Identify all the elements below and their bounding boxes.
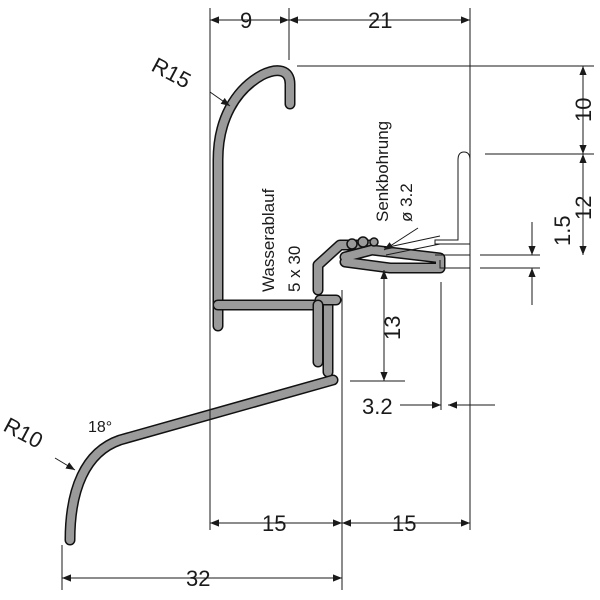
radius-upper: R15	[148, 52, 195, 93]
dim-right-upper: 10	[571, 98, 596, 122]
dim-top-right: 21	[368, 8, 392, 33]
dim-offset: 3.2	[362, 394, 393, 419]
countersink-size: ø 3.2	[397, 183, 416, 222]
countersink-title: Senkbohrung	[373, 121, 392, 222]
extension-lines	[61, 8, 594, 590]
dim-top-left: 9	[240, 8, 252, 33]
dim-overall: 32	[186, 566, 210, 591]
drain-size: 5 x 30	[285, 246, 304, 292]
dim-right-lower: 12	[571, 196, 596, 220]
dim-height: 13	[380, 316, 405, 340]
angle-label: 18°	[88, 419, 112, 436]
drain-title: Wasserablauf	[259, 188, 278, 292]
dim-bottom-right: 15	[392, 511, 416, 536]
dim-bottom-left: 15	[262, 511, 286, 536]
radius-lower: R10	[0, 412, 47, 453]
dim-gap: 1.5	[550, 215, 575, 246]
sloped-sill	[64, 374, 339, 546]
dimension-lines	[54, 16, 587, 582]
